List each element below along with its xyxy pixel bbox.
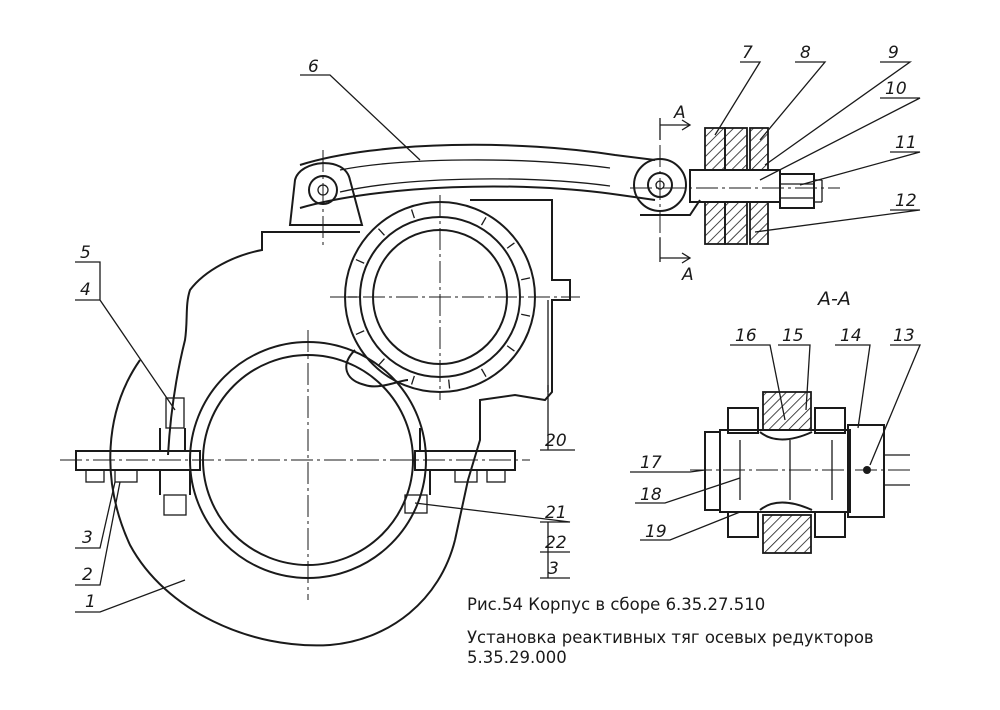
tick-mark (521, 277, 531, 281)
callout-labels: 1 2 3 4 5 6 7 8 9 10 11 12 13 14 15 16 1… (80, 43, 917, 612)
tick-mark (448, 379, 451, 389)
tick-mark (410, 209, 415, 219)
figure-caption: Рис.54 Корпус в сборе 6.35.27.510 (467, 595, 766, 614)
callout-4: 4 (80, 280, 91, 300)
tick-mark (377, 358, 385, 366)
callout-3-right: 3 (548, 559, 559, 579)
callout-22: 22 (545, 533, 567, 553)
section-title: А-А (816, 288, 851, 310)
tick-mark (377, 228, 385, 236)
callout-18: 18 (640, 485, 662, 505)
tick-mark (355, 258, 365, 264)
callout-11: 11 (895, 133, 917, 153)
callout-3-left: 3 (82, 528, 93, 548)
callout-6: 6 (308, 57, 319, 77)
reaction-rod (288, 143, 701, 245)
callout-21: 21 (545, 503, 567, 523)
section-aa-detail (690, 391, 910, 554)
tick-mark (506, 345, 515, 352)
section-mark-top: А (673, 103, 686, 123)
tick-mark (355, 330, 365, 336)
callout-12: 12 (895, 191, 917, 211)
callout-20: 20 (545, 431, 567, 451)
tick-mark (521, 313, 531, 317)
callout-8: 8 (800, 43, 811, 63)
upper-bearing-boss (330, 195, 580, 400)
section-marks: А А А-А (659, 103, 851, 310)
callout-5: 5 (80, 243, 91, 263)
callout-2: 2 (82, 565, 93, 585)
lower-bearing (60, 330, 530, 600)
callout-14: 14 (840, 326, 862, 346)
tick-marks (348, 209, 531, 389)
tick-mark (410, 375, 415, 385)
caption-line-1: Установка реактивных тяг осевых редуктор… (467, 628, 874, 647)
callout-9: 9 (888, 43, 899, 63)
callout-17: 17 (640, 453, 662, 473)
callout-19: 19 (645, 522, 667, 542)
callout-7: 7 (742, 43, 753, 63)
tick-mark (480, 368, 487, 377)
caption-line-2: 5.35.29.000 (467, 648, 567, 667)
leader-lines (75, 61, 921, 613)
tick-mark (506, 242, 515, 249)
callout-16: 16 (735, 326, 757, 346)
upper-rubber-stack (630, 127, 840, 245)
tick-mark (480, 217, 487, 226)
callout-10: 10 (885, 79, 907, 99)
callout-15: 15 (782, 326, 804, 346)
housing-body (109, 199, 571, 647)
section-mark-bottom: А (681, 265, 694, 285)
callout-13: 13 (893, 326, 915, 346)
callout-1: 1 (85, 592, 96, 612)
